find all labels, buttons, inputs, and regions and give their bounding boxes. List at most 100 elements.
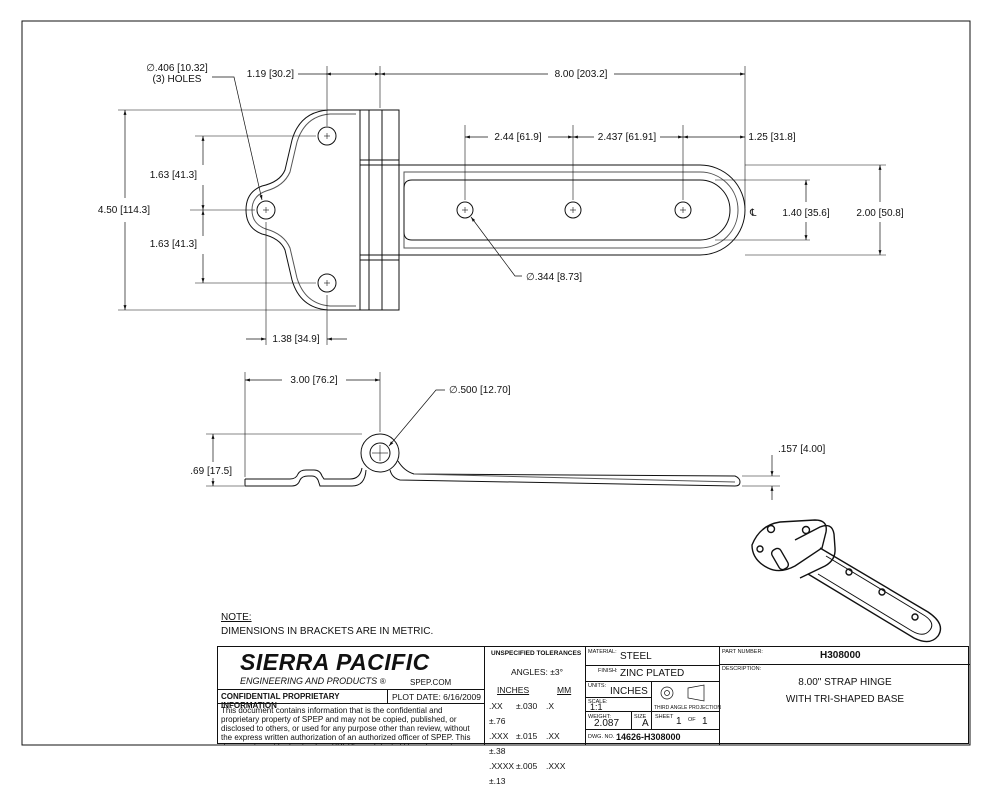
dim-2-00: 2.00 xyxy=(856,208,876,219)
dim-1-25-mm: 31.8 xyxy=(773,132,793,143)
tol-row: .XXX±.015.XX±.38 xyxy=(489,731,560,756)
sheet-label: SHEET xyxy=(655,714,674,720)
description-cell: DESCRIPTION: 8.00" STRAP HINGE WITH TRI-… xyxy=(720,665,970,745)
svg-text:4.50 [114.3]: 4.50 [114.3] xyxy=(98,205,150,216)
dim-1-38: 1.38 xyxy=(272,334,292,345)
col-inches: INCHES xyxy=(497,685,530,695)
dim-1-25: 1.25 xyxy=(748,132,768,143)
drawing-sheet: ∅.406 [10.32] (3) HOLES 1.19 [30.2] 8.00… xyxy=(21,20,971,746)
dim-3-00-mm: 76.2 xyxy=(315,375,335,386)
weight-value: 2.087 xyxy=(594,718,620,729)
note-text: DIMENSIONS IN BRACKETS ARE IN METRIC. xyxy=(221,626,434,637)
plot-date: PLOT DATE: 6/16/2009 xyxy=(388,689,485,703)
finish-label: FINISH: xyxy=(598,668,618,674)
units-label: UNITS: xyxy=(588,683,607,689)
svg-text:1.40 [35.6]: 1.40 [35.6] xyxy=(782,208,830,219)
knuckle-outer xyxy=(360,433,400,473)
company-website: SPEP.COM xyxy=(410,678,452,687)
svg-text:2.44 [61.9]: 2.44 [61.9] xyxy=(494,132,542,143)
description-label: DESCRIPTION: xyxy=(722,666,762,672)
svg-text:1.25 [31.8]: 1.25 [31.8] xyxy=(748,132,796,143)
of-label: OF xyxy=(688,717,696,723)
dim-8-00: 8.00 xyxy=(555,69,575,80)
dimension-labels: ∅.406 [10.32] (3) HOLES 1.19 [30.2] 8.00… xyxy=(98,63,904,477)
dim-2-437: 2.437 xyxy=(598,132,623,143)
scale-value: 1:1 xyxy=(590,702,603,712)
svg-text:8.00 [203.2]: 8.00 [203.2] xyxy=(555,69,608,80)
dim-2-44: 2.44 xyxy=(494,132,514,143)
svg-text:∅.344 [8.73]: ∅.344 [8.73] xyxy=(526,272,582,283)
size-label: SIZE xyxy=(634,714,647,720)
dwg-number: 14626-H308000 xyxy=(616,732,681,742)
units-value: INCHES xyxy=(610,686,648,697)
sheet-border xyxy=(21,20,971,746)
angles-tolerance: ANGLES: ±3° xyxy=(511,667,564,677)
finish-cell: FINISH: ZINC PLATED xyxy=(586,665,720,681)
material-label: MATERIAL: xyxy=(588,649,617,655)
part-number-label: PART NUMBER: xyxy=(722,649,763,655)
projection-symbol-icon xyxy=(660,684,705,702)
svg-text:∅.500 [12.70]: ∅.500 [12.70] xyxy=(449,385,511,396)
knuckle-dia-mm: 12.70 xyxy=(483,385,508,396)
base-hole-mid xyxy=(256,200,276,220)
dim-3-00: 3.00 xyxy=(290,375,310,386)
dim-0-69: .69 xyxy=(190,466,204,477)
tolerances-cell: UNSPECIFIED TOLERANCES ANGLES: ±3° INCHE… xyxy=(485,647,586,786)
weight-label: WEIGHT: xyxy=(588,714,611,720)
dim-0-157-mm: 4.00 xyxy=(803,444,823,455)
dwg-label: DWG. NO. xyxy=(588,734,615,740)
registered-mark: ® xyxy=(379,677,386,686)
sheet-value: 1 xyxy=(676,716,682,727)
size-cell: SIZE A xyxy=(632,711,652,729)
knuckle-dia: ∅.500 xyxy=(449,385,478,396)
hole-dia-mm: 10.32 xyxy=(180,63,205,74)
units-cell: UNITS: INCHES xyxy=(586,681,652,697)
material-value: STEEL xyxy=(620,651,652,662)
company-cell: SIERRA PACIFIC ENGINEERING AND PRODUCTS … xyxy=(218,647,485,689)
confidential-text: This document contains information that … xyxy=(218,703,485,745)
company-name: SIERRA PACIFIC xyxy=(240,649,430,675)
projection-cell: THIRD ANGLE PROJECTION xyxy=(652,681,721,711)
weight-cell: WEIGHT: 2.087 xyxy=(586,711,632,729)
finish-value: ZINC PLATED xyxy=(620,668,685,679)
base-hole-top xyxy=(317,126,337,146)
dim-4-50-mm: 114.3 xyxy=(123,205,148,216)
hole-dia-label: ∅.406 xyxy=(146,63,175,74)
dim-0-157: .157 xyxy=(778,444,798,455)
projection-label: THIRD ANGLE PROJECTION xyxy=(654,705,721,711)
col-mm: MM xyxy=(557,685,572,695)
dim-1-63-lower: 1.63 xyxy=(150,239,170,250)
svg-text:∅.406 [10.32]: ∅.406 [10.32] xyxy=(146,63,208,74)
knuckle-pin xyxy=(369,442,391,464)
dim-0-69-mm: 17.5 xyxy=(210,466,230,477)
slot-hole-dia: ∅.344 xyxy=(526,272,555,283)
company-subtitle: ENGINEERING AND PRODUCTS xyxy=(240,676,378,686)
strap-hole-2 xyxy=(564,201,582,219)
tol-row: .XX±.030.X±.76 xyxy=(489,701,555,726)
dim-4-50: 4.50 xyxy=(98,205,118,216)
svg-text:2.437 [61.91]: 2.437 [61.91] xyxy=(598,132,657,143)
part-number-cell: PART NUMBER: H308000 xyxy=(720,647,970,665)
dwg-cell: DWG. NO. 14626-H308000 xyxy=(586,729,720,745)
centerline-symbol: ℄ xyxy=(749,208,757,219)
svg-text:1.63 [41.3]: 1.63 [41.3] xyxy=(150,239,198,250)
dim-1-40: 1.40 xyxy=(782,208,802,219)
tolerances-title: UNSPECIFIED TOLERANCES xyxy=(491,650,582,657)
tol-row: .XXXX±.005.XXX±.13 xyxy=(489,761,566,786)
confidential-title: CONFIDENTIAL PROPRIETARY INFORMATION xyxy=(218,689,388,710)
svg-text:1.19 [30.2]: 1.19 [30.2] xyxy=(247,69,295,80)
scale-cell: SCALE: 1:1 xyxy=(586,697,652,712)
svg-text:2.00 [50.8]: 2.00 [50.8] xyxy=(856,208,904,219)
base-hole-bottom xyxy=(317,273,337,293)
dim-8-00-mm: 203.2 xyxy=(580,69,605,80)
dim-1-40-mm: 35.6 xyxy=(807,208,827,219)
dim-1-63-lower-mm: 41.3 xyxy=(175,239,195,250)
svg-text:3.00 [76.2]: 3.00 [76.2] xyxy=(290,375,338,386)
isometric-view xyxy=(751,519,942,643)
svg-text:.157 [4.00]: .157 [4.00] xyxy=(778,444,826,455)
svg-text:.69 [17.5]: .69 [17.5] xyxy=(190,466,232,477)
slot-hole-dia-mm: 8.73 xyxy=(560,272,580,283)
dim-1-63-upper: 1.63 xyxy=(150,170,170,181)
scale-label: SCALE: xyxy=(588,699,608,705)
strap-hole-3 xyxy=(674,201,692,219)
